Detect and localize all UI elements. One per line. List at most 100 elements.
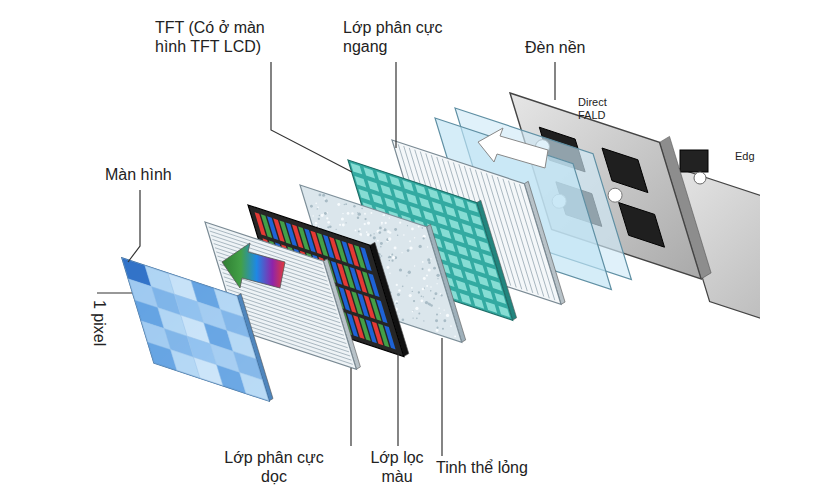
color-subpixel: [384, 326, 395, 350]
crystal-speck: [317, 208, 318, 209]
crystal-speck: [388, 237, 391, 240]
callout-label: 1 pixel: [90, 300, 109, 346]
crystal-speck: [380, 242, 383, 245]
polarizer-line: [508, 181, 543, 297]
tft-cell: [449, 219, 461, 230]
led-zone: [602, 148, 648, 193]
crystal-speck: [434, 292, 437, 295]
tft-cell: [410, 206, 422, 217]
part-label: TFT (Có ở màn hình TFT LCD): [155, 18, 280, 56]
tft-cell: [466, 236, 478, 247]
crystal-speck: [436, 327, 438, 329]
crystal-speck: [318, 218, 320, 220]
tft-cell: [444, 241, 456, 252]
crystal-speck: [397, 235, 398, 236]
tft-cell: [486, 302, 498, 313]
crop-mask: [760, 0, 840, 500]
tft-cell: [479, 241, 491, 252]
crystal-speck: [389, 260, 390, 261]
crystal-speck: [353, 205, 355, 207]
crystal-speck: [430, 286, 431, 287]
tft-cell: [441, 193, 453, 204]
crystal-speck: [402, 286, 404, 288]
crystal-speck: [435, 319, 438, 322]
crystal-speck: [443, 319, 446, 322]
crystal-speck: [422, 227, 423, 228]
crystal-speck: [411, 287, 413, 289]
color-subpixel: [360, 247, 371, 271]
crystal-speck: [312, 215, 313, 216]
tft-cell: [470, 249, 482, 260]
crystal-speck: [364, 223, 366, 225]
crystal-speck: [327, 221, 330, 224]
crystal-speck: [342, 224, 345, 227]
crystal-speck: [391, 260, 393, 262]
light-color-arrow: [222, 243, 285, 288]
crystal-speck: [329, 225, 332, 228]
crystal-speck: [367, 221, 370, 224]
crystal-speck: [315, 203, 317, 205]
crystal-speck: [315, 222, 318, 225]
crystal-speck: [394, 247, 397, 250]
tft-cell: [483, 254, 495, 265]
crystal-speck: [327, 228, 328, 229]
crystal-speck: [433, 267, 436, 270]
tft-cell: [473, 297, 485, 308]
tft-cell: [355, 176, 367, 187]
crystal-speck: [370, 212, 372, 214]
screen-layer: [122, 258, 269, 401]
led-zone: [619, 203, 665, 248]
crystal-speck: [414, 265, 415, 266]
crystal-speck: [426, 274, 428, 276]
crystal-speck: [427, 246, 428, 247]
crystal-speck: [429, 261, 431, 263]
tft-cell: [487, 267, 499, 278]
tft-cell: [359, 189, 371, 200]
tft-cell: [419, 197, 431, 208]
tft-cell: [380, 185, 392, 196]
crystal-speck: [426, 285, 428, 287]
layer-stack: [122, 0, 840, 500]
crystal-speck: [337, 203, 340, 206]
crystal-speck: [440, 313, 441, 314]
crystal-speck: [387, 230, 390, 233]
crystal-speck: [339, 224, 341, 226]
part-label: Lớp lọc màu: [365, 448, 429, 486]
tft-cell: [364, 167, 376, 178]
crystal-speck: [436, 313, 438, 315]
crystal-speck: [436, 329, 439, 332]
leader-line: [441, 338, 442, 456]
crystal-speck: [402, 318, 405, 321]
tft-cell: [384, 198, 396, 209]
crystal-speck: [394, 228, 397, 231]
crystal-speck: [407, 225, 408, 226]
crystal-speck: [422, 261, 424, 263]
crystal-speck: [359, 233, 362, 236]
tft-cell: [482, 289, 494, 300]
crystal-speck: [438, 307, 440, 309]
crystal-speck: [310, 205, 313, 208]
pixel-cell: [240, 372, 269, 401]
tft-cell: [456, 280, 468, 291]
tft-cell: [471, 214, 483, 225]
crystal-speck: [412, 317, 413, 318]
leader-line: [397, 354, 398, 446]
crystal-speck: [425, 301, 428, 304]
crystal-speck: [342, 213, 343, 214]
tft-cell: [475, 227, 487, 238]
crystal-speck: [416, 318, 418, 320]
crystal-speck: [436, 274, 439, 277]
tft-cell: [436, 215, 448, 226]
polarizer-line: [503, 179, 538, 295]
crystal-speck: [421, 295, 423, 297]
part-label: Màn hình: [105, 165, 205, 184]
crystal-speck: [412, 311, 414, 313]
part-label: Lớp phân cực ngang: [343, 18, 455, 56]
crystal-speck: [381, 223, 382, 224]
crystal-speck: [326, 217, 328, 219]
crystal-speck: [377, 240, 379, 242]
tft-cell: [462, 223, 474, 234]
crystal-speck: [381, 222, 383, 224]
polarizer-line: [514, 182, 549, 298]
part-label: Đèn nền: [525, 38, 615, 57]
